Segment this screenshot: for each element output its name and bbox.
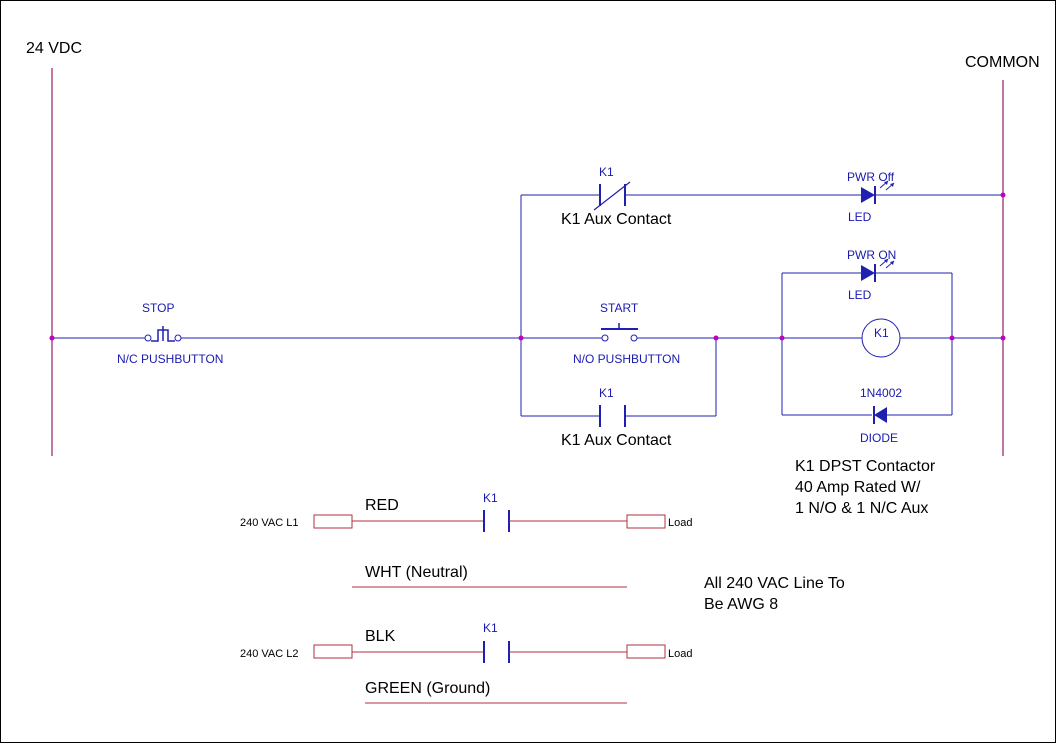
start-label: START	[600, 301, 639, 315]
rung-2: STOP N/C PUSHBUTTON START N/O PUSHBUTTON…	[52, 248, 1003, 445]
start-pushbutton-icon	[601, 323, 638, 342]
coil-label: K1	[874, 326, 889, 340]
rung-1: K1 K1 Aux Contact PWR Off LED	[520, 165, 1003, 338]
stop-pushbutton-icon	[144, 326, 182, 342]
diode-icon	[873, 406, 887, 424]
contactor-note-line-2: 40 Amp Rated W/	[795, 479, 921, 496]
power-l1: 240 VAC L1 RED K1 Load	[240, 491, 692, 532]
l2-contact-ref: K1	[483, 621, 498, 635]
right-rail-label: COMMON	[965, 54, 1040, 71]
rung-3: K1 K1 Aux Contact	[520, 338, 717, 449]
neutral-wire-label: WHT (Neutral)	[365, 564, 468, 581]
nc-aux-contact	[593, 181, 631, 211]
contactor-note-line-3: 1 N/O & 1 N/C Aux	[795, 500, 928, 517]
l2-load: Load	[668, 648, 692, 660]
led-pwr-on-type: LED	[848, 288, 872, 302]
stop-caption: N/C PUSHBUTTON	[117, 352, 223, 366]
led-pwr-off-type: LED	[848, 210, 872, 224]
no-aux-contact	[599, 405, 626, 427]
led-pwr-on-label: PWR ON	[847, 248, 896, 262]
power-l2: 240 VAC L2 BLK K1 Load	[240, 621, 692, 663]
ground-wire-label: GREEN (Ground)	[365, 680, 490, 697]
stop-label: STOP	[142, 301, 174, 315]
left-rail-label: 24 VDC	[26, 40, 82, 57]
contactor-note-line-1: K1 DPST Contactor	[795, 458, 936, 475]
diode-type-label: DIODE	[860, 431, 898, 445]
led-pwr-on-icon	[861, 258, 895, 282]
awg-note-line-1: All 240 VAC Line To	[704, 575, 845, 592]
nc-contact-caption: K1 Aux Contact	[561, 211, 672, 228]
l2-label: 240 VAC L2	[240, 648, 299, 660]
no-contact-ref: K1	[599, 386, 614, 400]
l1-contact-ref: K1	[483, 491, 498, 505]
diode-part-label: 1N4002	[860, 386, 902, 400]
awg-note-line-2: Be AWG 8	[704, 596, 778, 613]
nc-contact-ref: K1	[599, 165, 614, 179]
junction-nodes	[49, 192, 1006, 341]
start-caption: N/O PUSHBUTTON	[573, 352, 680, 366]
no-contact-caption: K1 Aux Contact	[561, 432, 672, 449]
l1-load: Load	[668, 517, 692, 529]
l1-label: 240 VAC L1	[240, 517, 299, 529]
led-pwr-off-icon	[861, 180, 895, 204]
l1-wire-color: RED	[365, 497, 399, 514]
l2-wire-color: BLK	[365, 628, 396, 645]
led-pwr-off-label: PWR Off	[847, 170, 895, 184]
